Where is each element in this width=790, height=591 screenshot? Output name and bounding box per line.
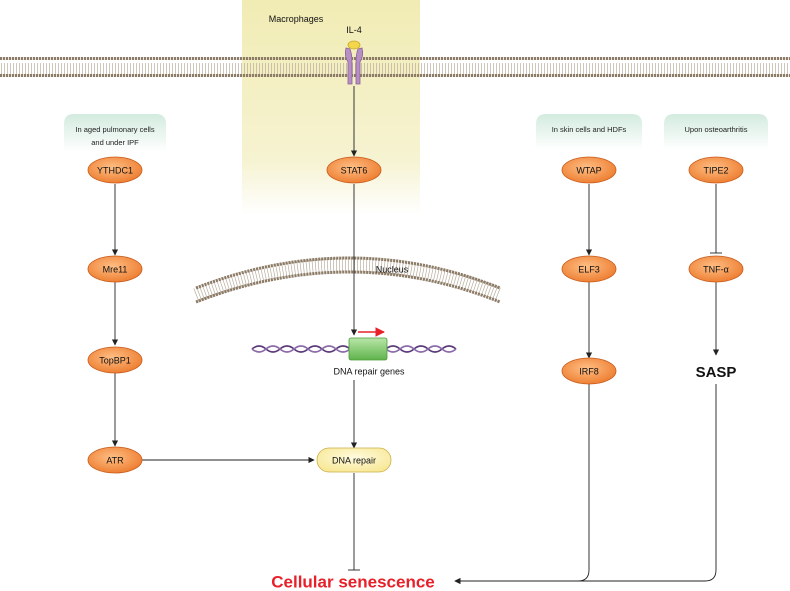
svg-text:YTHDC1: YTHDC1 [97,165,133,175]
connectors [111,86,722,585]
context-skin: In skin cells and HDFs [536,114,642,150]
node-mre11: Mre11 [87,255,143,283]
dna-helix-icon [251,345,457,353]
macrophage-highlight [242,0,420,215]
nucleus-label: Nucleus [376,264,409,274]
node-elf3: ELF3 [561,255,617,283]
node-atr: ATR [87,446,143,474]
node-tipe2: TIPE2 [688,156,744,184]
svg-text:IRF8: IRF8 [579,366,599,376]
svg-text:TopBP1: TopBP1 [99,355,131,365]
node-tnfa: TNF-α [688,255,744,283]
cellular-senescence-label: Cellular senescence [271,572,434,591]
svg-text:STAT6: STAT6 [341,165,368,175]
svg-text:and under IPF: and under IPF [91,138,139,147]
node-irf8: IRF8 [561,357,617,385]
svg-text:TNF-α: TNF-α [703,264,729,274]
dna-repair-genes-label: DNA repair genes [333,366,405,376]
svg-text:DNA repair: DNA repair [332,455,376,465]
il4-label: IL-4 [346,25,362,35]
svg-text:In skin cells and HDFs: In skin cells and HDFs [552,125,627,134]
svg-text:ATR: ATR [106,455,124,465]
node-topbp1: TopBP1 [87,346,143,374]
nuclear-membrane [193,256,503,304]
context-osteoarthritis: Upon osteoarthritis [664,114,768,150]
il4-receptor-icon [344,40,364,85]
node-dna-repair: DNA repair [316,447,392,473]
node-wtap: WTAP [561,156,617,184]
svg-text:TIPE2: TIPE2 [703,165,728,175]
svg-text:In aged pulmonary cells: In aged pulmonary cells [75,125,154,134]
sasp-label: SASP [696,364,737,381]
dna-repair-gene-box [348,337,388,361]
context-pulmonary: In aged pulmonary cells and under IPF [64,114,166,152]
node-ythdc1: YTHDC1 [87,156,143,184]
svg-text:Mre11: Mre11 [103,264,128,274]
svg-text:Upon osteoarthritis: Upon osteoarthritis [685,125,748,134]
macrophages-label: Macrophages [269,14,324,24]
svg-text:ELF3: ELF3 [578,264,600,274]
svg-text:WTAP: WTAP [576,165,601,175]
node-stat6: STAT6 [326,156,382,184]
plasma-membrane [0,57,790,77]
